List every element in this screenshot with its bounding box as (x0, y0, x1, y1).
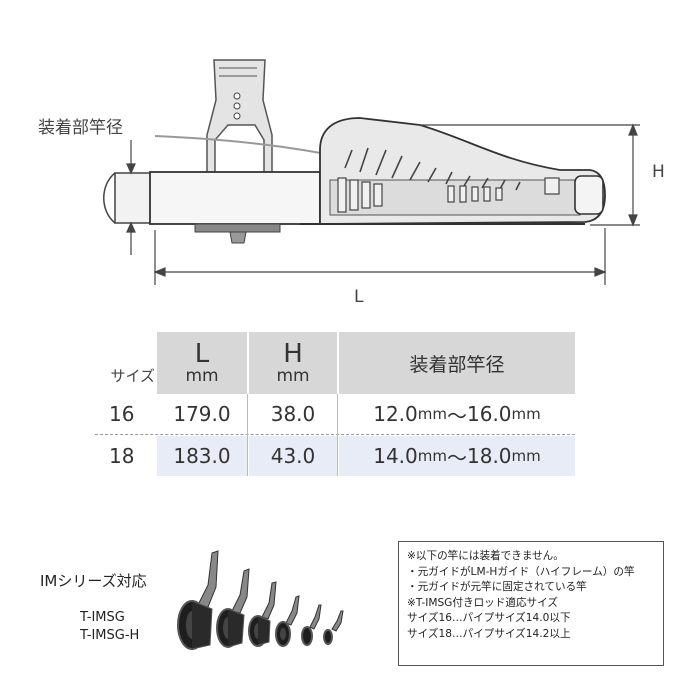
note-line: ・元ガイドがLM-Hガイド（ハイフレーム）の竿 (407, 565, 635, 578)
dim-l-lines (153, 228, 607, 285)
col-divider (337, 394, 338, 476)
range-to-unit: mm (511, 447, 541, 465)
row-h: 38.0 (270, 402, 316, 426)
dim-l-label: L (354, 287, 364, 307)
model-name: T-IMSG (80, 610, 125, 625)
guide-frame (206, 59, 273, 175)
col-h-unit: mm (276, 366, 310, 386)
dim-h-label: H (652, 162, 665, 182)
callout-arrows (126, 140, 136, 255)
row-size: 18 (109, 444, 135, 468)
range-to: 16.0 (467, 402, 512, 426)
clamp-body (149, 117, 606, 225)
row-l: 183.0 (157, 436, 247, 476)
range-sep: 〜 (447, 445, 467, 470)
col-header-h: H mm (249, 332, 337, 394)
model-name: T-IMSG-H (80, 628, 140, 643)
row-divider (95, 434, 575, 435)
col-header-l: L mm (157, 332, 247, 394)
clamp-foot (194, 223, 281, 244)
note-line: ※T-IMSG付きロッド適応サイズ (407, 596, 559, 609)
col-header-diameter: 装着部竿径 (339, 332, 575, 394)
range-to-unit: mm (511, 405, 541, 423)
guide-icon (275, 595, 300, 647)
row-l: 179.0 (173, 402, 231, 426)
notes-box: ※以下の竿には装着できません。 ・元ガイドがLM-Hガイド（ハイフレーム）の竿 … (398, 541, 664, 666)
table-header-row: サイズ L mm H mm 装着部竿径 (95, 332, 575, 394)
range-sep: 〜 (447, 403, 467, 428)
note-line: サイズ18…パイプサイズ14.2以上 (407, 627, 571, 640)
note-line: ※以下の竿には装着できません。 (407, 550, 564, 562)
range-from-unit: mm (417, 405, 447, 423)
guide-icon (301, 604, 322, 646)
size-header: サイズ (110, 367, 155, 385)
col-l-unit: mm (185, 366, 219, 386)
rod-diameter-callout: 装着部竿径 (38, 118, 123, 138)
range-to: 18.0 (467, 444, 512, 468)
range-from-unit: mm (417, 447, 447, 465)
row-h: 43.0 (249, 436, 337, 476)
col-divider (247, 394, 248, 476)
series-title: IMシリーズ対応 (40, 572, 147, 590)
range-from: 14.0 (373, 444, 418, 468)
guide-lineup-image (177, 550, 344, 650)
dim-h-lines (420, 123, 640, 227)
range-from: 12.0 (373, 402, 418, 426)
guide-icon (248, 581, 277, 647)
col-l-label: L (194, 339, 210, 369)
guide-icon (177, 550, 219, 650)
note-line: サイズ16…パイプサイズ14.0以下 (407, 612, 571, 625)
guide-icon (323, 610, 344, 645)
note-line: ・元ガイドが元竿に固定されている竿 (407, 581, 587, 594)
guide-icon (216, 568, 250, 648)
col-h-label: H (283, 339, 303, 369)
reel-seat-diagram (103, 59, 640, 285)
row-size: 16 (109, 402, 135, 426)
